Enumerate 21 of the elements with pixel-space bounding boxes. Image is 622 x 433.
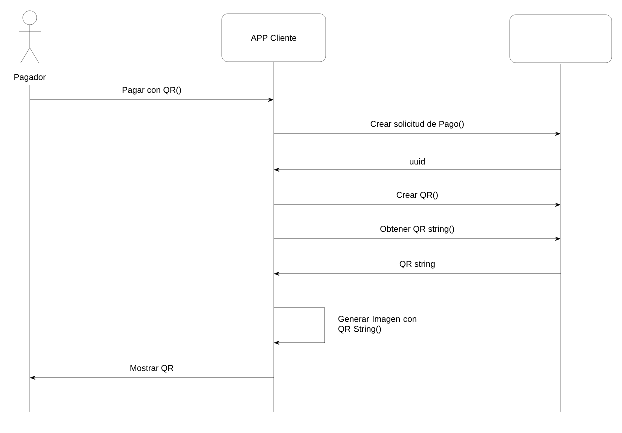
message-arrow xyxy=(274,272,562,276)
message-arrow xyxy=(30,376,274,380)
self-arrow xyxy=(274,308,326,345)
participant-box xyxy=(510,14,612,64)
actor-label: Pagador xyxy=(14,74,46,82)
participant-box: APP Cliente xyxy=(222,14,326,62)
edge-label: Crear solicitud de Pago() xyxy=(370,120,466,130)
edge-label: QR string xyxy=(398,260,436,270)
message-arrow xyxy=(274,132,561,136)
edge-label: Generar Imagen con QR String() xyxy=(337,315,420,335)
message-arrow xyxy=(30,98,274,102)
person-icon xyxy=(18,10,42,64)
edge-label: Pagar con QR() xyxy=(121,86,183,96)
message-arrow xyxy=(274,203,561,207)
edge-label: Mostrar QR xyxy=(129,364,175,374)
message-arrow xyxy=(274,168,562,172)
lifeline xyxy=(560,64,562,412)
edge-label: uuid xyxy=(408,158,427,166)
edge-label: Crear QR() xyxy=(396,190,440,201)
message-arrow xyxy=(274,237,561,241)
edge-label: Obtener QR string() xyxy=(379,224,456,235)
